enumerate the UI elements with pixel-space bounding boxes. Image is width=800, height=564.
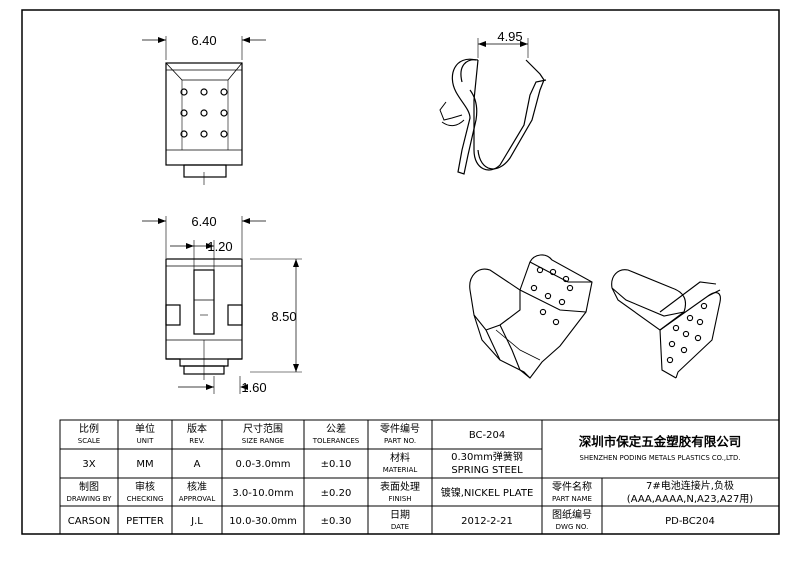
approval-value: J.L [190,516,203,527]
size-range-row-1: 0.0-3.0mm [236,459,291,470]
dim-slot-width: 1.20 [207,239,232,254]
material-value-en: SPRING STEEL [451,465,523,476]
date-value: 2012-2-21 [461,516,513,527]
rev-label: 版本 [187,422,207,435]
tolerance-row-1: ±0.10 [321,459,352,470]
company-name-cn: 深圳市保定五金塑胶有限公司 [579,434,742,449]
material-value-cn: 0.30mm弹簧钢 [451,450,523,463]
unit-label-en: UNIT [137,437,154,445]
title-block: 比例 SCALE 单位 UNIT 版本 REV. 尺寸范围 SIZE RANGE… [67,422,754,531]
date-label-en: DATE [391,523,409,531]
size-range-row-2: 3.0-10.0mm [232,488,293,499]
dim-height: 8.50 [271,309,296,324]
part-no-label: 零件编号 [380,422,420,435]
dim-side-opening: 4.95 [497,29,522,44]
part-name-value-1: 7#电池连接片,负极 [646,479,734,492]
size-range-row-3: 10.0-30.0mm [229,516,297,527]
material-label-en: MATERIAL [383,466,418,474]
approval-label-en: APPROVAL [179,495,216,503]
front-view [142,216,302,394]
dwg-no-value: PD-BC204 [665,516,715,527]
tolerance-row-3: ±0.30 [321,516,352,527]
top-view [142,36,266,185]
finish-value: 镀镍,NICKEL PLATE [441,486,534,499]
dwg-no-label-en: DWG NO. [556,523,589,531]
part-name-label: 零件名称 [552,480,592,493]
tolerances-label-en: TOLERANCES [312,437,360,445]
drawing-by-label: 制图 [79,480,99,493]
scale-label: 比例 [79,422,99,435]
part-no-value: BC-204 [469,430,505,441]
tolerances-label: 公差 [326,422,346,435]
unit-label: 单位 [135,422,155,435]
checking-label: 审核 [135,480,155,493]
dim-top-width: 6.40 [191,33,216,48]
checking-label-en: CHECKING [127,495,164,503]
scale-value: 3X [82,459,95,470]
part-no-label-en: PART NO. [384,437,416,445]
iso-view-left [469,254,593,379]
unit-value: MM [136,459,153,470]
dim-front-width: 6.40 [191,214,216,229]
tolerance-row-2: ±0.20 [321,488,352,499]
approval-label: 核准 [187,480,207,493]
finish-label: 表面处理 [380,480,420,493]
date-label: 日期 [390,509,410,521]
title-block-grid [59,419,780,535]
finish-label-en: FINISH [388,495,411,503]
size-range-label: 尺寸范围 [243,422,283,435]
part-name-value-2: (AAA,AAAA,N,A23,A27用) [627,494,754,505]
side-view [439,38,547,175]
rev-value: A [194,459,201,470]
company-name-en: SHENZHEN PODING METALS PLASTICS CO.,LTD. [580,454,741,462]
scale-label-en: SCALE [78,437,100,445]
drawing-by-value: CARSON [68,516,110,527]
rev-label-en: REV. [189,437,204,445]
material-label: 材料 [390,451,410,464]
checking-value: PETTER [126,516,164,527]
drawing-by-label-en: DRAWING BY [67,495,113,503]
part-name-label-en: PART NAME [552,495,592,503]
iso-view-right [611,269,721,379]
size-range-label-en: SIZE RANGE [242,437,284,445]
dim-bottom-offset: 1.60 [241,380,266,395]
dwg-no-label: 图纸编号 [552,508,592,521]
